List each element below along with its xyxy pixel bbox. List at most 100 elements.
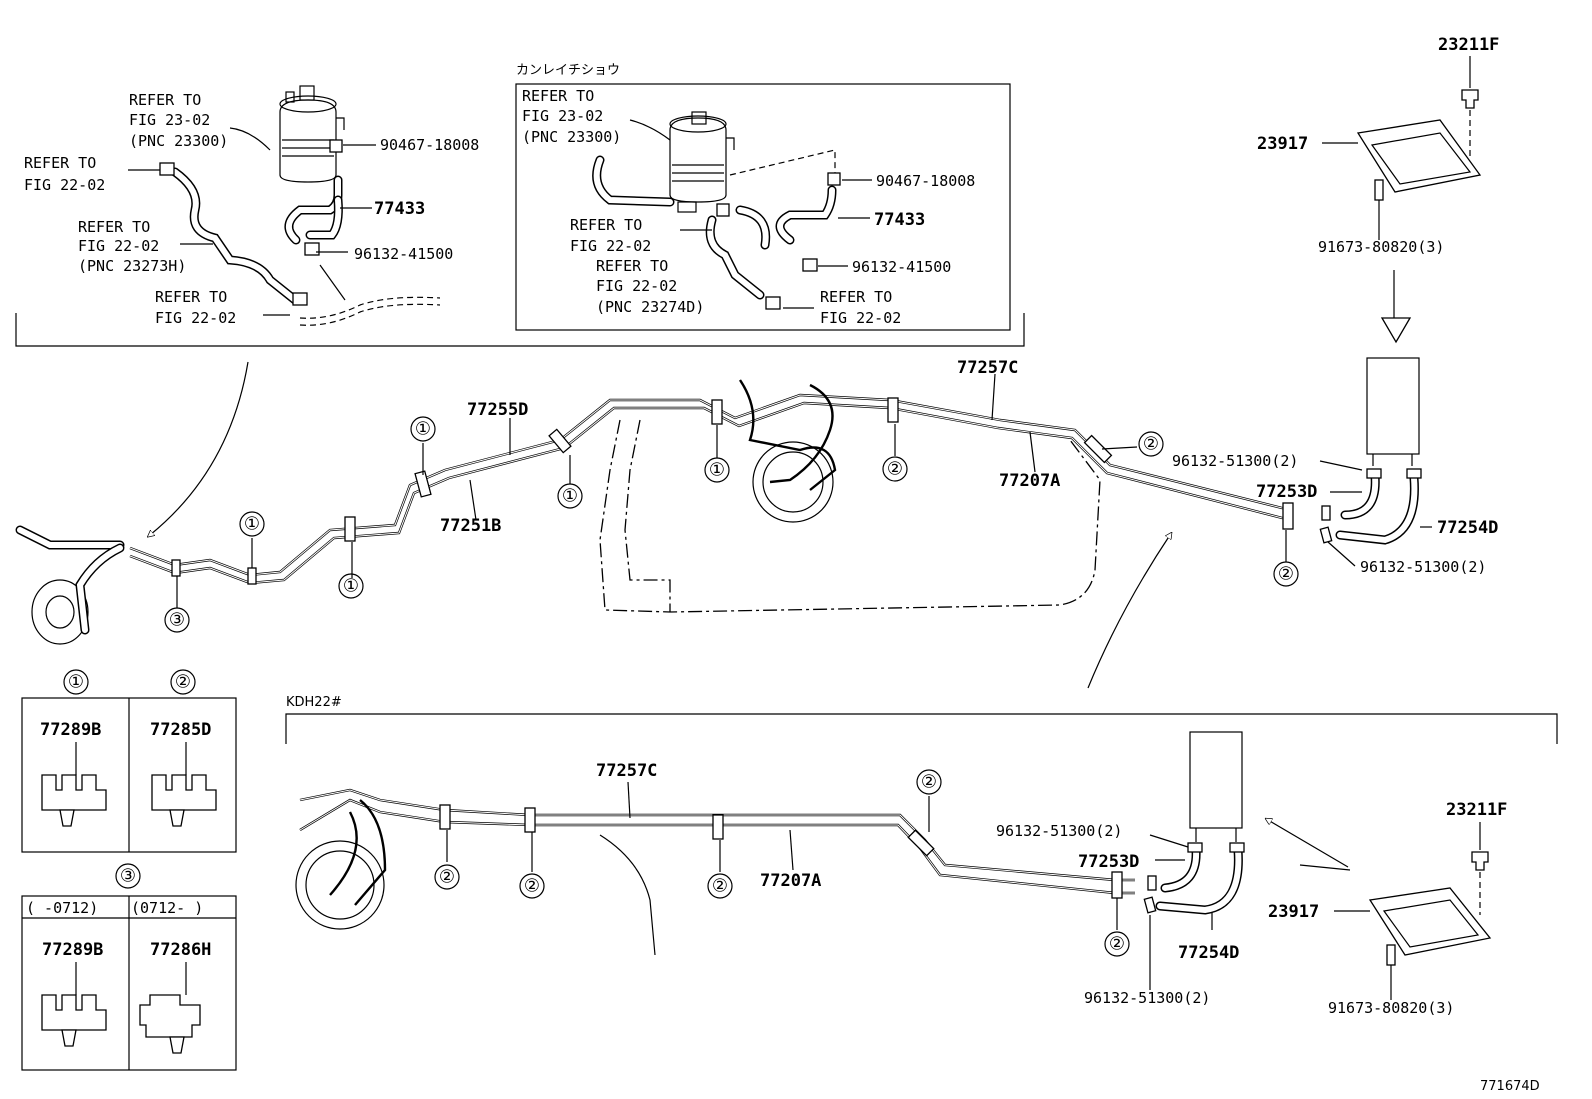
svg-text:②: ② — [712, 876, 728, 897]
hose-clamp-icon — [716, 203, 730, 217]
svg-text:①: ① — [415, 419, 431, 440]
part-label: 77286H — [150, 940, 211, 960]
part-label: 77253D — [1256, 482, 1317, 502]
circled-number: ② — [1104, 931, 1130, 957]
hose-clamp-icon — [1187, 842, 1203, 853]
circled-number: ② — [707, 873, 733, 899]
arrow-icon — [150, 361, 249, 535]
refer-text: FIG 23-02 — [129, 111, 210, 129]
svg-text:②: ② — [1109, 934, 1125, 955]
pipe-clip-2 — [524, 807, 536, 833]
clip-77289B-icon — [41, 774, 107, 811]
pipe-clip-3 — [171, 559, 181, 577]
clip-77286H-icon — [139, 994, 201, 1038]
top-middle-inset: カンレイチショウ REFER TO FIG 23-02 (PNC 233 — [515, 63, 1011, 331]
svg-text:①: ① — [343, 576, 359, 597]
part-label: 77255D — [467, 400, 528, 420]
circled-number: ② — [916, 769, 942, 795]
circled-number: ② — [1138, 431, 1164, 457]
refer-text: FIG 23-02 — [522, 107, 603, 125]
part-label: 90467-18008 — [380, 136, 479, 154]
part-label: 77285D — [150, 720, 211, 740]
clip-77289B-icon — [41, 994, 107, 1031]
pipe-clip-1 — [548, 428, 572, 454]
refer-text: REFER TO — [570, 216, 642, 234]
refer-text: FIG 22-02 — [24, 176, 105, 194]
part-label: 96132-51300(2) — [1084, 989, 1210, 1007]
diagram-id: 771674D — [1480, 1079, 1540, 1094]
pipe-clip-2 — [907, 829, 935, 857]
fuel-sender-icon — [752, 441, 834, 523]
refer-text: FIG 22-02 — [596, 277, 677, 295]
circled-number: ② — [882, 456, 908, 482]
hose-clamp-icon — [329, 139, 343, 153]
refer-text: (PNC 23300) — [522, 128, 621, 146]
part-label: 91673-80820(3) — [1328, 999, 1454, 1017]
refer-text: REFER TO — [596, 257, 668, 275]
refer-text: REFER TO — [129, 91, 201, 109]
clip-details: ① ② 77289B 77285D ③ ( -0712) (0712- ) 77… — [21, 669, 237, 1071]
circled-number: ③ — [115, 863, 141, 889]
part-label: 96132-41500 — [354, 245, 453, 263]
arrow-shaft — [1299, 864, 1351, 871]
top-bracket — [15, 313, 1025, 347]
part-label: 96132-51300(2) — [1360, 558, 1486, 576]
part-label: 77251B — [440, 516, 501, 536]
circled-number: ② — [519, 873, 545, 899]
svg-text:③: ③ — [169, 610, 185, 631]
refer-text: FIG 22-02 — [155, 309, 236, 327]
pipe-clip-1 — [344, 516, 356, 542]
kdh-bracket — [285, 713, 1558, 744]
arrow-icon — [1087, 535, 1170, 689]
fuel-filter-mid — [669, 111, 735, 213]
svg-text:②: ② — [1278, 564, 1294, 585]
refer-text: (PNC 23273H) — [78, 257, 186, 275]
svg-text:①: ① — [562, 486, 578, 507]
down-arrow-icon — [1380, 317, 1412, 344]
top-left-inset: REFER TO FIG 23-02 (PNC 23300) REFER TO … — [15, 85, 1025, 347]
part-label: 77433 — [874, 210, 925, 230]
hose-clamp-icon — [159, 162, 175, 176]
fuel-sender-icon — [295, 840, 385, 930]
hose-clamp-icon — [1229, 842, 1245, 853]
hose-clamp-icon — [827, 172, 841, 186]
part-label: 23917 — [1268, 902, 1319, 922]
part-label: 77207A — [999, 471, 1060, 491]
refer-text: FIG 22-02 — [820, 309, 901, 327]
part-label: 77254D — [1178, 943, 1239, 963]
filler-neck-icon — [31, 579, 89, 645]
refer-text: REFER TO — [820, 288, 892, 306]
svg-text:①: ① — [68, 672, 84, 693]
svg-text:①: ① — [244, 514, 260, 535]
kdh-section: KDH22# ② ② ② ② ② — [285, 695, 1558, 1017]
circled-number: ① — [338, 573, 364, 599]
part-label: 90467-18008 — [876, 172, 975, 190]
range-label: (0712- ) — [131, 899, 203, 917]
pipe-end-icon — [1321, 505, 1331, 521]
svg-text:②: ② — [887, 459, 903, 480]
svg-text:②: ② — [921, 772, 937, 793]
pipe-end-icon — [1319, 526, 1333, 544]
svg-text:①: ① — [709, 460, 725, 481]
refer-text: REFER TO — [78, 218, 150, 236]
refer-text: REFER TO — [155, 288, 227, 306]
pipe-end-icon — [1147, 875, 1157, 891]
circled-number: ① — [704, 457, 730, 483]
hose-clamp-icon — [765, 296, 781, 310]
hose-clamp-icon — [1406, 468, 1422, 479]
pipe-clip-2 — [712, 814, 724, 840]
circled-number: ① — [239, 511, 265, 537]
refer-text: (PNC 23300) — [129, 132, 228, 150]
clip-icon — [1461, 89, 1479, 109]
hose-clamp-icon — [802, 258, 818, 272]
circled-number: ② — [434, 864, 460, 890]
part-label: 23211F — [1446, 800, 1507, 820]
arrow-icon — [1268, 820, 1349, 868]
circled-number: ① — [410, 416, 436, 442]
fuel-filter-left — [279, 85, 345, 183]
svg-text:③: ③ — [120, 866, 136, 887]
part-label: 91673-80820(3) — [1318, 238, 1444, 256]
inset-title: カンレイチショウ — [516, 63, 620, 78]
circled-number: ③ — [164, 607, 190, 633]
